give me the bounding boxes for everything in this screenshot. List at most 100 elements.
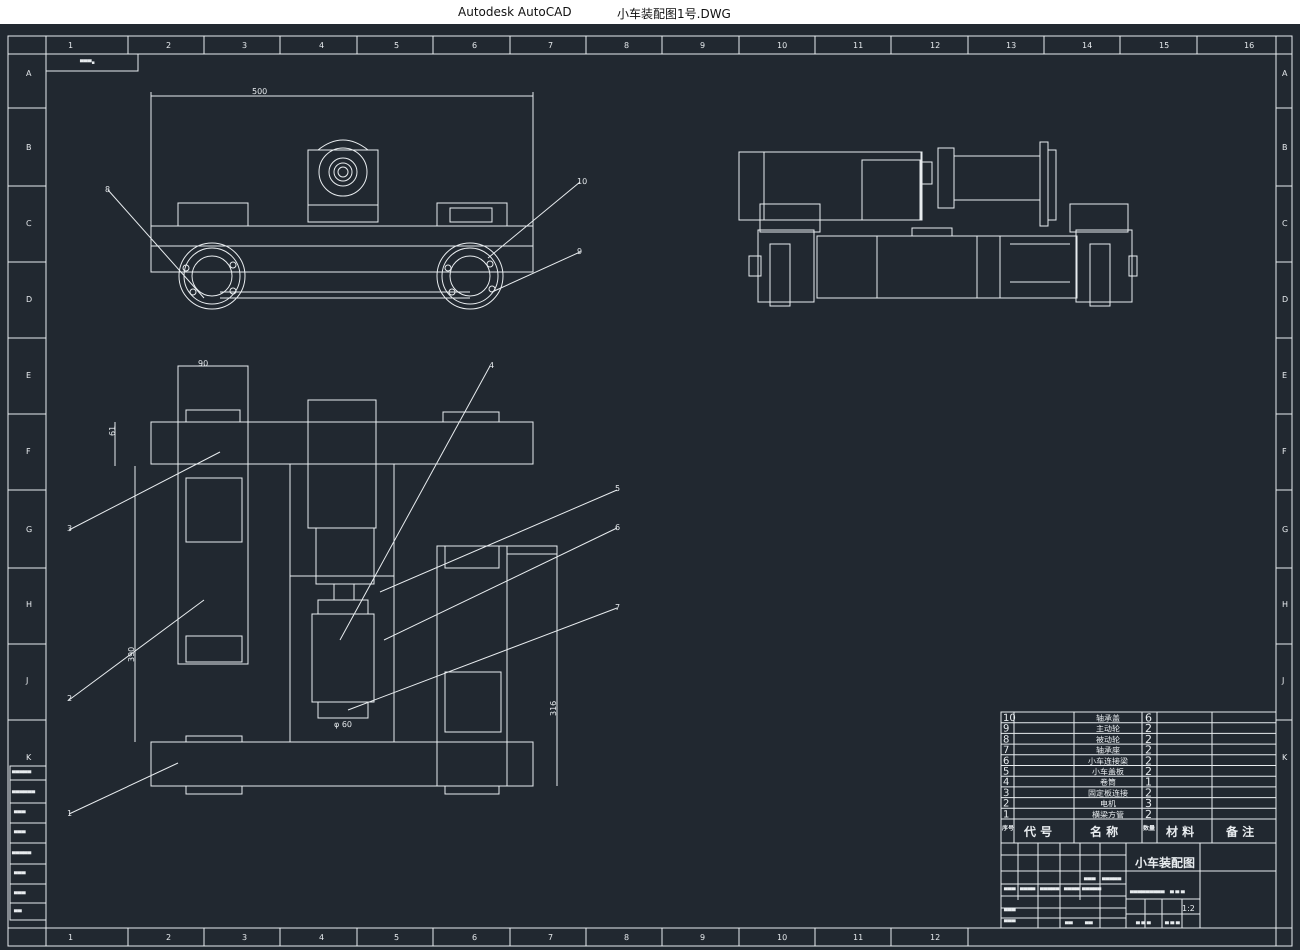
side-view[interactable] [738,141,1138,307]
frame-column-label: 14 [1082,41,1092,50]
frame-column-label-bottom: 2 [166,933,171,942]
frame-column-label-bottom: 9 [700,933,705,942]
scale: 1:2 [1182,904,1195,913]
svg-text:代 号: 代 号 [1023,825,1052,839]
frame-column-label-bottom: 6 [472,933,477,942]
bom-row: 1 横梁方管 2 [1003,808,1152,821]
bom-row-number: 2 [1003,799,1009,810]
bom-row-qty: 3 [1145,797,1152,810]
svg-text:▀ ▀ ▀: ▀ ▀ ▀ [1169,890,1185,897]
balloon-7: 7 [615,603,620,612]
revision-record-table: ▀▀▀▀▀ ▀▀▀▀▀▀ ▀▀▀ ▀▀▀ ▀▀▀▀▀ ▀▀▀ ▀▀▀ ▀▀ [9,765,47,921]
frame-row-label-right: J [1281,676,1284,685]
dim-front-height: 390 [127,647,136,662]
dim-front-width: 90 [198,359,208,368]
frame-row-label-left: C [26,219,32,228]
svg-text:▀▀▀▀▀: ▀▀▀▀▀ [11,851,31,858]
svg-text:▀▀▀: ▀▀▀ [1003,908,1016,915]
bom-row-qty: 2 [1145,765,1152,778]
balloon-2: 2 [67,694,72,703]
frame-column-label: 12 [930,41,940,50]
frame-column-label: 6 [472,41,477,50]
svg-text:▀▀▀▀▀▀: ▀▀▀▀▀▀ [11,790,35,797]
frame-column-label-bottom: 10 [777,933,787,942]
frame-column-label-bottom: 5 [394,933,399,942]
svg-text:▀ ▀ ▀: ▀ ▀ ▀ [1135,921,1151,928]
bom-row-name: 卷筒 [1100,778,1116,787]
bom-row-name: 横梁方管 [1092,810,1124,819]
frame-row-label-right: H [1282,600,1288,609]
balloon-3: 3 [67,524,72,533]
balloon-5: 5 [615,484,620,493]
frame-row-label-left: G [26,525,32,534]
frame-column-label: 1 [68,41,73,50]
bom-row-number: 10 [1003,713,1016,724]
svg-text:▀▀: ▀▀ [1084,921,1093,928]
frame-row-label-right: E [1282,371,1287,380]
dim-right-height: 316 [549,701,558,716]
bom-row-number: 4 [1003,777,1009,788]
frame-row-label-right: C [1282,219,1288,228]
frame-column-label-bottom: 11 [853,933,863,942]
front-view[interactable] [68,365,618,815]
svg-text:▀▀▀▀▀: ▀▀▀▀▀ [1081,887,1101,894]
frame-column-label: 9 [700,41,705,50]
balloon-1: 1 [67,809,72,818]
svg-text:数量: 数量 [1142,824,1155,832]
frame-row-label-left: J [25,676,28,685]
document-title: 小车装配图1号.DWG [617,7,731,21]
svg-text:▀▀▀▀▀: ▀▀▀▀▀ [1039,887,1059,894]
bom-row-number: 1 [1003,809,1009,820]
svg-text:▀▀▀: ▀▀▀ [13,810,26,817]
svg-text:▀▀▀▀▀: ▀▀▀▀▀ [1101,877,1121,884]
frame-column-label: 15 [1159,41,1169,50]
top-view[interactable] [107,92,581,310]
svg-text:▀▀▀: ▀▀▀ [1003,919,1016,926]
frame-column-label: 2 [166,41,171,50]
frame-column-label: 8 [624,41,629,50]
bom-row-number: 8 [1003,734,1009,745]
dim-front-depth: 61 [108,426,117,436]
frame-column-label-bottom: 4 [319,933,324,942]
svg-text:▀▀▀: ▀▀▀ [13,871,26,878]
bom-row-name: 轴承座 [1096,746,1120,755]
frame-column-label: 11 [853,41,863,50]
svg-text:▀▀▀▀▀▀▀▀▀: ▀▀▀▀▀▀▀▀▀ [1129,890,1165,897]
dim-top-width: 500 [252,87,267,96]
balloon-9: 9 [577,247,582,256]
frame-column-label-bottom: 3 [242,933,247,942]
svg-text:▀▀▀: ▀▀▀ [13,891,26,898]
svg-text:序号: 序号 [1002,824,1014,832]
svg-text:▀▀: ▀▀ [13,909,22,916]
title-block: ▀▀▀ ▀▀▀▀ ▀▀▀▀▀ ▀▀▀▀ ▀▀▀▀▀ ▀▀▀ ▀▀▀ ▀▀ ▀▀ … [1000,842,1277,929]
balloon-6: 6 [615,523,620,532]
bom-row: 9 主动轮 2 [1003,722,1152,735]
svg-text:▀▀▀▀: ▀▀▀▀ [1019,887,1036,894]
bom-row-qty: 2 [1145,722,1152,735]
frame-column-label-bottom: 1 [68,933,73,942]
bom-row-qty: 2 [1145,733,1152,746]
frame-row-label-right: D [1282,295,1288,304]
dim-bottom-diameter: φ 60 [334,720,352,729]
bom-row-number: 9 [1003,724,1009,735]
frame-row-label-left: H [26,600,32,609]
frame-column-label: 13 [1006,41,1016,50]
svg-text:▀▀▀▀▀: ▀▀▀▀▀ [11,770,31,777]
frame-column-label-bottom: 8 [624,933,629,942]
bom-row-number: 5 [1003,767,1009,778]
frame-row-label-right: A [1282,69,1288,78]
svg-text:▀▀▀: ▀▀▀ [1083,877,1096,884]
frame-column-label: 4 [319,41,324,50]
bom-row-name: 主动轮 [1096,725,1120,734]
svg-text:材 料: 材 料 [1166,825,1194,839]
balloon-4: 4 [489,361,494,370]
bom-row-qty: 2 [1145,808,1152,821]
